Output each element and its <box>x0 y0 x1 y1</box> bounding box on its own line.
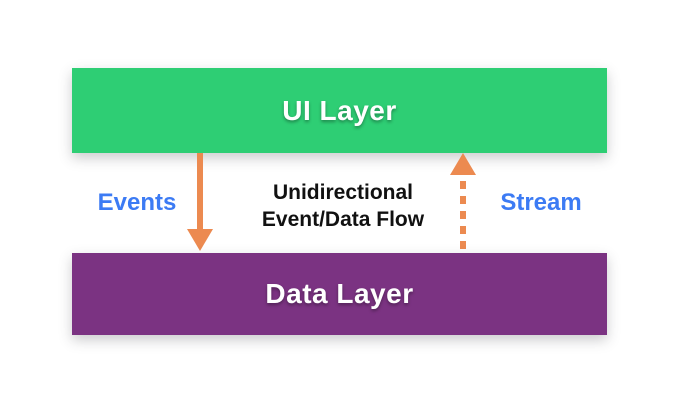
stream-arrow-dashed-shaft <box>460 181 466 253</box>
ui-layer-label: UI Layer <box>282 94 397 126</box>
arrow-down-icon <box>187 229 213 251</box>
data-layer-label: Data Layer <box>265 278 414 309</box>
data-layer-box: Data Layer <box>72 253 607 335</box>
flow-description: Unidirectional Event/Data Flow <box>238 179 448 233</box>
flow-description-line2: Event/Data Flow <box>261 208 425 231</box>
stream-label: Stream <box>500 189 582 216</box>
flow-description-line1: Unidirectional <box>272 181 414 204</box>
events-label: Events <box>97 189 177 216</box>
arrow-up-icon <box>450 153 476 175</box>
events-arrow-shaft <box>197 153 203 231</box>
ui-layer-box: UI Layer <box>72 68 607 153</box>
